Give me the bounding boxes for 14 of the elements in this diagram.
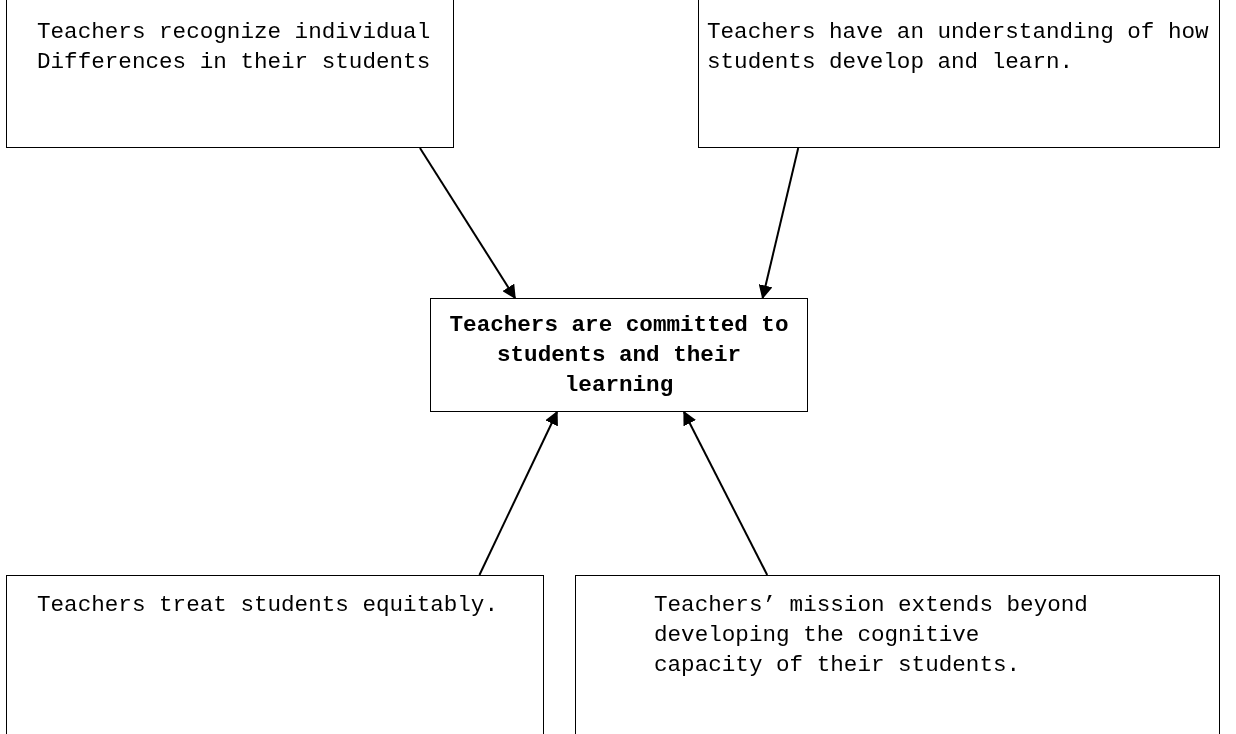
box-text: Teachers’ mission extends beyond developing the cognitive capacity of their students. [654,591,1089,680]
box-text: Teachers have an understanding of how students develop and learn. [707,18,1209,77]
box-text: Teachers recognize individual Differences in their students [37,18,432,77]
box-text: Teachers are committed to students and their learning [448,311,790,400]
arrow [758,147,800,300]
text-box [575,575,1220,734]
arrow [478,410,558,576]
arrow [418,147,517,300]
box-text: Teachers treat students equitably. [37,591,499,620]
text-box [6,575,544,734]
text-box [430,298,808,412]
text-box [6,0,454,148]
text-box [698,0,1220,148]
arrow [683,410,769,576]
